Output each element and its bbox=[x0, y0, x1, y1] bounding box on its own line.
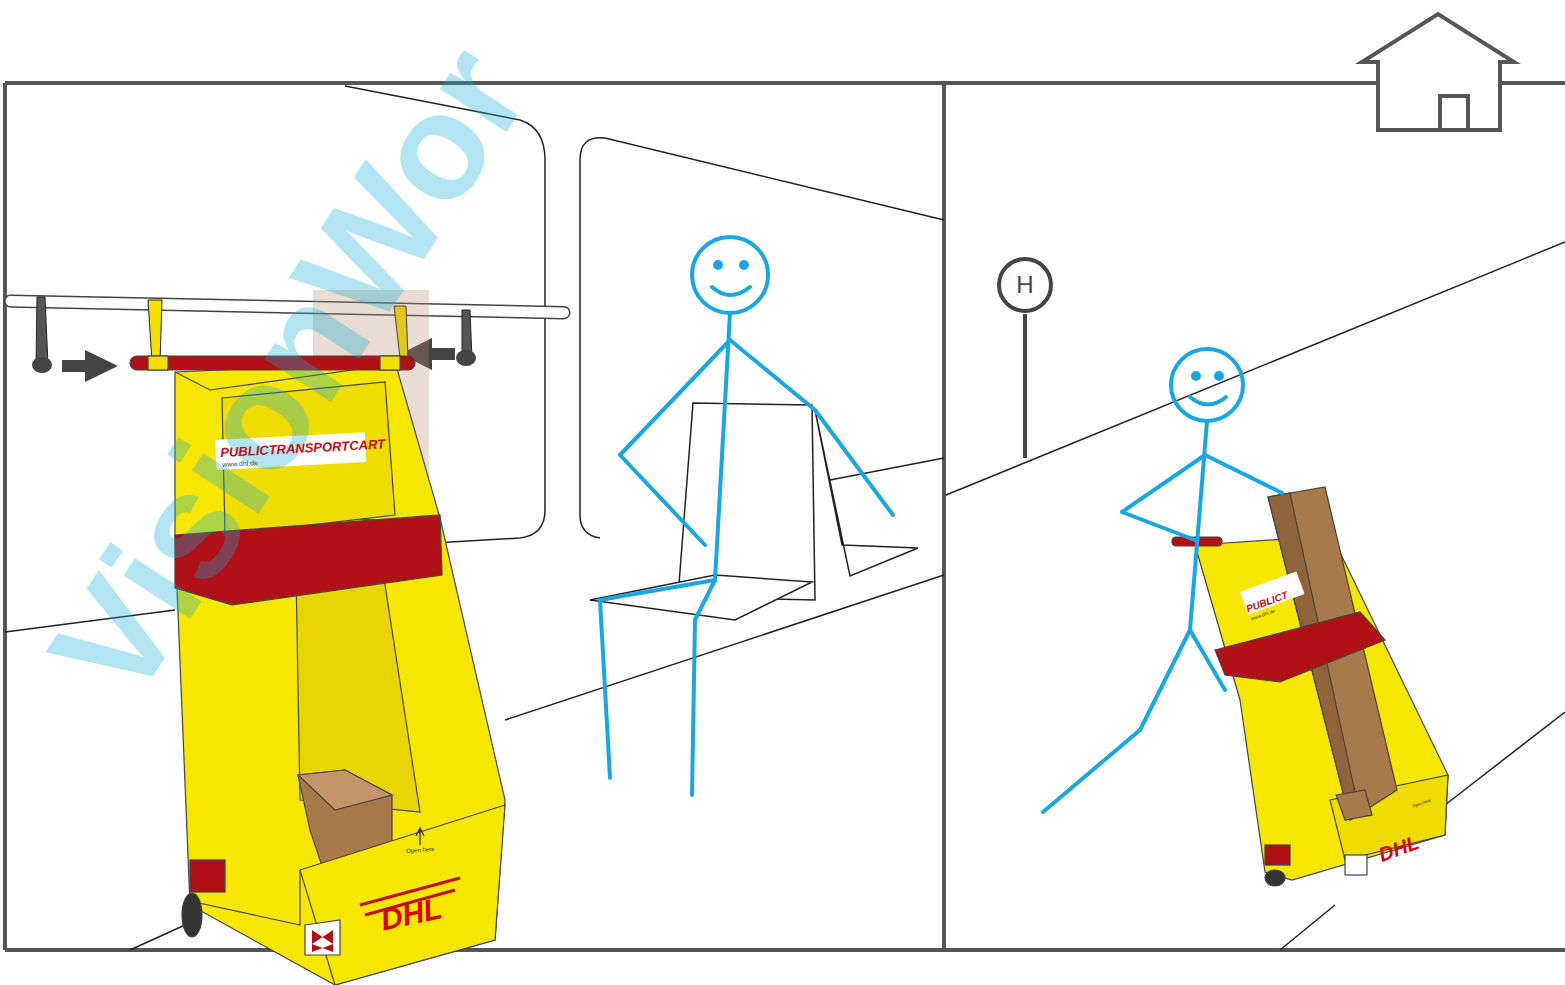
bus-stop-sign: H bbox=[997, 257, 1053, 313]
stop-letter: H bbox=[1016, 271, 1033, 299]
